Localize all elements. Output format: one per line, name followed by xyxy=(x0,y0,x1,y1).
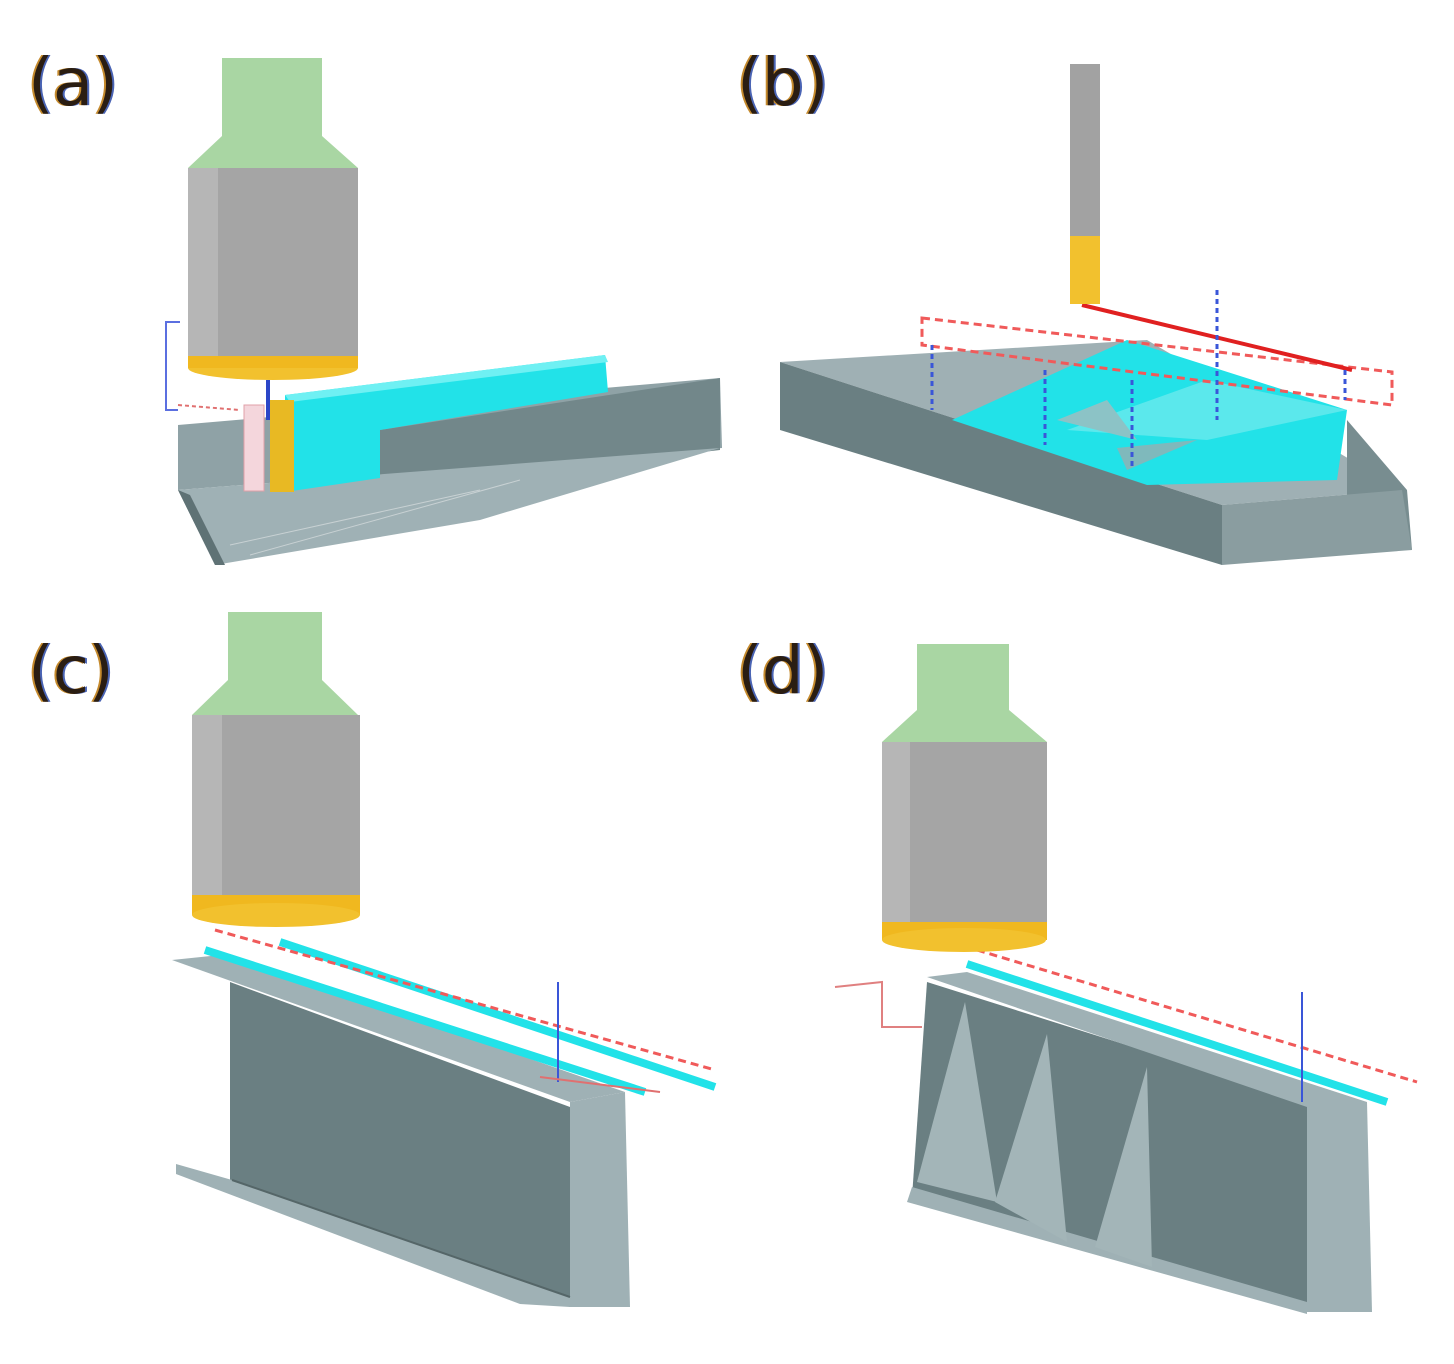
panel-c-drawing xyxy=(172,928,717,1307)
panel-label-b: (b) xyxy=(737,44,828,121)
beam-end-face xyxy=(570,1092,630,1307)
beam-front-face xyxy=(178,490,225,565)
deposit-yellow-strip xyxy=(270,400,294,492)
beam-web xyxy=(230,982,570,1307)
panel-b-drawing xyxy=(780,64,1412,565)
panel-label-c: (c) xyxy=(28,632,114,709)
beam-end-face xyxy=(1307,1102,1372,1312)
deposit-track-2 xyxy=(278,938,717,1091)
tool-tip xyxy=(1070,236,1100,304)
axis-markers xyxy=(930,290,1347,470)
panel-c: (c) xyxy=(0,638,727,1364)
stiffener-rib-1 xyxy=(917,1002,997,1202)
tool-path xyxy=(976,948,1418,1084)
beam-web xyxy=(912,982,1307,1312)
panel-a: (a) xyxy=(0,0,727,682)
panel-label-a: (a) xyxy=(28,44,118,121)
panel-a-drawing xyxy=(165,58,722,565)
tool-path xyxy=(214,928,716,1072)
panel-d-drawing xyxy=(834,682,1418,1314)
tool-tip xyxy=(882,928,1046,952)
beam-bottom xyxy=(178,448,720,565)
tool-path xyxy=(920,316,1394,407)
panel-b: (b) xyxy=(727,0,1454,682)
panel-label-d: (d) xyxy=(737,632,828,709)
beam-side-face xyxy=(780,362,1222,565)
stiffener-rib-3 xyxy=(1095,1067,1152,1267)
panel-c-tool xyxy=(192,612,360,927)
beam-inner-face xyxy=(380,378,720,490)
deposit-track-1 xyxy=(203,946,647,1096)
tool-neck xyxy=(222,58,322,136)
stiffener-rib-2 xyxy=(995,1034,1067,1242)
axis-frame xyxy=(165,321,180,411)
beam-top-flange xyxy=(172,954,625,1102)
deposit-track xyxy=(965,960,1389,1106)
panel-d: (d) xyxy=(727,638,1454,1364)
tool-shank xyxy=(1070,64,1100,236)
panel-d-tool-top xyxy=(917,644,1009,690)
beam-bottom-flange xyxy=(176,1164,570,1307)
beam-top-flange xyxy=(927,972,1367,1107)
